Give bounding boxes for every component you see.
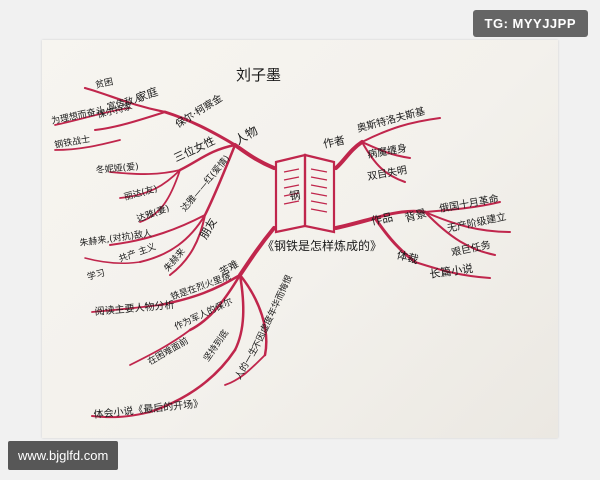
node-sentence-6: 不因虚度年华而悔恨 [250,273,295,351]
node-career: 作者 [322,134,346,151]
svg-text:钢: 钢 [289,189,302,203]
central-title: 《钢铁是怎样炼成的》 [262,238,382,253]
node-people: 人物 [233,123,261,147]
node-mission: 艰巨任务 [450,238,492,259]
node-background: 背景 [403,206,428,225]
node-sentence-1: 铁是在烈火里烧 [169,270,232,303]
node-poverty: 贫困 [94,75,114,90]
node-love-story: 达雅——红(爱情) [178,153,232,214]
node-sick: 病魔缠身 [366,141,408,161]
node-novel: 长篇小说 [428,261,474,281]
node-three-women: 三位女性 [171,133,217,164]
node-sentence-4: 坚持到底 [201,327,231,363]
node-sentence-3: 在困难面前 [146,335,191,368]
node-theme-knowledge: 阅读主要人物分析 [94,298,175,318]
node-comrade: 为理想而奋斗 [50,104,105,127]
node-rita: 丽达(友) [123,182,159,202]
node-friends: 朋友 [196,215,219,241]
node-daya: 达雅(妻) [135,202,171,225]
node-zhu-he-lai: 朱赫来 [161,246,188,274]
node-noble-struggle: 朱赫来,(对抗)敌人 [79,227,153,249]
paper-sheet [42,40,558,438]
author-name: 刘子墨 [236,66,281,84]
node-dongni: 冬妮娅(爱) [95,160,139,176]
branches [54,86,511,419]
node-october: 俄国十月革命 [438,192,499,215]
book-icon: 钢 [274,153,336,234]
node-famous-quote: 体会小说《最后的开场》 [93,397,204,421]
node-study: 学习 [86,267,107,283]
watermark-bottom: www.bjglfd.com [8,441,119,470]
node-genre: 体裁 [395,247,420,266]
watermark-top: TG: MYYJJPP [472,10,588,37]
node-works: 作品 [370,211,394,228]
